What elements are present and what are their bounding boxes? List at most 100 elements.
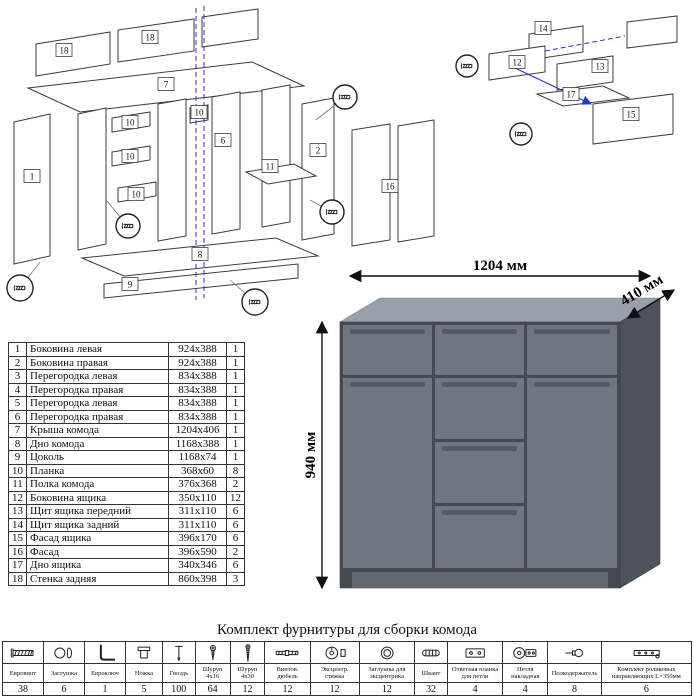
part-name-cell: Перегородка левая	[26, 396, 169, 411]
left-side-panel	[13, 113, 51, 265]
part-qty-cell: 1	[226, 382, 245, 397]
hardware-qty-cell: 8	[547, 682, 602, 696]
hardware-name-cell: Заглушка для эксцентрика	[358, 663, 416, 683]
screw-icon	[210, 645, 215, 659]
chest-top-face	[338, 297, 662, 323]
part-name-cell: Фасад ящика	[26, 531, 169, 546]
hardware-name-cell: Полкодержатель	[547, 663, 602, 683]
parts-table-row: 17 Дно ящика 340x346 6	[8, 558, 245, 573]
screw-icon	[196, 643, 230, 663]
parts-table-row: 10 Планка 368x60 8	[8, 463, 245, 478]
parts-table-row: 15 Фасад ящика 396x170 6	[8, 531, 245, 546]
part-qty-cell: 6	[226, 504, 245, 519]
parts-table-row: 5 Перегородка левая 834x388 1	[8, 396, 245, 411]
cam-plug-icon	[381, 647, 393, 659]
screw-callout	[509, 122, 533, 146]
part-label: 7	[164, 80, 169, 90]
hardware-callouts	[6, 84, 358, 316]
hardware-qty-cell: 64	[194, 682, 231, 696]
cam-plug-icon	[360, 643, 414, 663]
part-name-cell: Щит ящика передний	[26, 504, 169, 519]
part-number-cell: 9	[8, 450, 27, 465]
hardware-qty-cell: 12	[229, 682, 266, 696]
hardware-qty-cell: 32	[414, 682, 448, 696]
part-qty-cell: 1	[226, 396, 245, 411]
shelf-pin-icon	[566, 649, 583, 657]
part-size-cell: 1168x388	[168, 436, 227, 451]
dowel-icon	[415, 643, 447, 663]
height-dimension-label: 940 мм	[303, 432, 319, 479]
strike-plate-icon	[466, 648, 484, 656]
hardware-qty-cell: 100	[161, 682, 196, 696]
parts-table-row: 18 Стенка задняя 860x398 3	[8, 571, 245, 586]
part-size-cell: 834x388	[168, 409, 227, 424]
shelf-pin-icon	[548, 643, 600, 663]
hardware-name-cell: Ножка	[125, 663, 163, 683]
part-size-cell: 340x346	[168, 558, 227, 573]
drawer-grip	[442, 446, 517, 451]
hardware-qty-cell: 1	[84, 682, 126, 696]
part-number-cell: 17	[8, 558, 27, 573]
part-name-cell: Перегородка левая	[26, 369, 169, 384]
parts-table-row: 7 Крыша комода 1204x406 1	[8, 423, 245, 438]
part-name-cell: Перегородка правая	[26, 409, 169, 424]
hardware-icons-row	[2, 641, 693, 664]
hardware-name-cell: Эксцентр. стяжка	[309, 663, 360, 683]
parts-table-row: 9 Цоколь 1168x74 1	[8, 450, 245, 465]
part-qty-cell: 1	[226, 436, 245, 451]
part-label: 1	[30, 172, 35, 182]
part-qty-cell: 1	[226, 369, 245, 384]
strike-plate-icon	[448, 643, 502, 663]
parts-table-row: 1 Боковина левая 924x388 1	[8, 342, 245, 357]
part-number-cell: 18	[8, 571, 27, 586]
exploded-panels	[13, 8, 435, 299]
hardware-name-cell: Винтов. дюбель	[264, 663, 311, 683]
eccentric-cam-icon	[325, 647, 344, 659]
parts-list-table: 1 Боковина левая 924x388 1 2 Боковина пр…	[8, 342, 245, 586]
hex-key-icon	[101, 645, 114, 659]
part-number-cell: 16	[8, 544, 27, 559]
screw-callout	[241, 288, 269, 316]
hardware-icon-cell	[600, 641, 693, 664]
drawer-hardware-callouts	[455, 54, 533, 146]
part-label: 17	[567, 90, 577, 100]
part-label: 9	[128, 280, 133, 290]
hardware-name-cell: Шуруп 4x30	[229, 663, 266, 683]
plug-icon	[44, 643, 84, 663]
screw-callout	[6, 274, 34, 302]
part-number-cell: 8	[8, 436, 27, 451]
part-size-cell: 350x110	[168, 490, 227, 505]
hardware-icon-cell	[502, 641, 549, 664]
part-size-cell: 368x60	[168, 463, 227, 478]
drawer-grip	[442, 382, 517, 387]
part-name-cell: Перегородка правая	[26, 382, 169, 397]
partition-panel	[77, 107, 107, 251]
hex-key-icon	[85, 643, 125, 663]
parts-table-row: 13 Щит ящика передний 311x110 6	[8, 504, 245, 519]
part-qty-cell: 2	[226, 544, 245, 559]
hardware-icon-cell	[547, 641, 602, 664]
hardware-name-cell: Гвоздь	[161, 663, 196, 683]
hardware-qty-cell: 5	[125, 682, 163, 696]
screw-dowel-icon	[265, 643, 309, 663]
partition-panel	[211, 91, 241, 235]
part-label: 10	[132, 190, 142, 200]
door-front	[343, 378, 432, 568]
part-size-cell: 1204x406	[168, 423, 227, 438]
parts-table-row: 14 Щит ящика задний 311x110 6	[8, 517, 245, 532]
part-size-cell: 376x368	[168, 477, 227, 492]
hardware-name-cell: Евровинт	[2, 663, 44, 683]
hardware-kit-title: Комплект фурнитуры для сборки комода	[216, 622, 477, 638]
part-label: 10	[126, 152, 136, 162]
parts-table-row: 16 Фасад 396x590 2	[8, 544, 245, 559]
screw-callout	[319, 199, 345, 225]
partition-panel	[157, 98, 187, 242]
hardware-icon-cell	[194, 641, 231, 664]
dowel-icon	[423, 650, 440, 656]
part-qty-cell: 1	[226, 342, 245, 357]
part-number-cell: 12	[8, 490, 27, 505]
part-name-cell: Полка комода	[26, 477, 169, 492]
parts-table-row: 3 Перегородка левая 834x388 1	[8, 369, 245, 384]
hardware-qty-cell: 12	[358, 682, 416, 696]
hardware-icon-cell	[358, 641, 416, 664]
